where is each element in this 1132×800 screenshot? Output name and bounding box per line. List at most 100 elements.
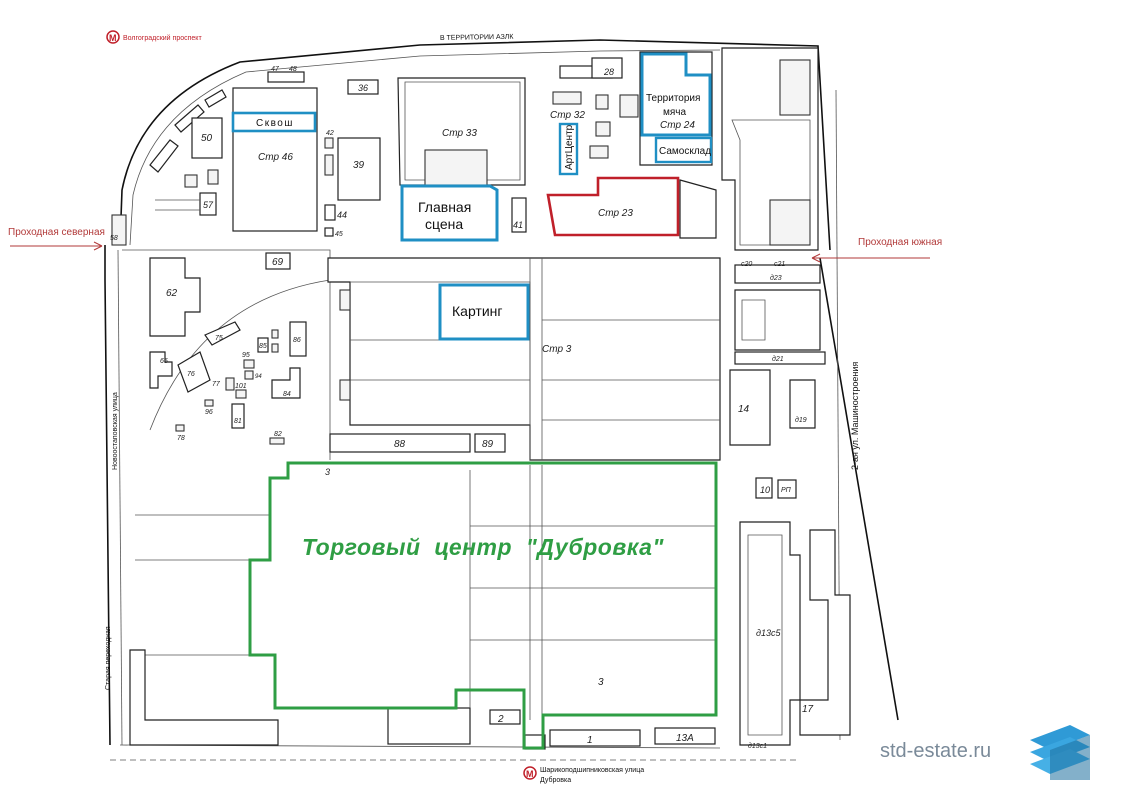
street-left-label: Новоостаповская улица <box>112 392 119 470</box>
building-81-label: 81 <box>234 418 242 425</box>
building-36-label: 36 <box>358 83 368 93</box>
west-middle-buildings: 69 62 75 65 76 95 85 86 94 77 101 84 81 … <box>122 249 331 460</box>
building-d19-label: д19 <box>795 416 807 424</box>
metro-bottom-symbol: М <box>526 769 534 779</box>
gate-north: Проходная северная <box>8 227 105 251</box>
gate-south-arrowhead-icon <box>811 253 821 263</box>
building-1-label: 1 <box>587 735 593 746</box>
building-str33-label: Стр 33 <box>442 128 477 139</box>
building-str46: Стр 46 <box>232 87 318 232</box>
gate-south-label: Проходная южная <box>858 237 942 248</box>
building-d13c5-label: д13с5 <box>756 628 781 638</box>
building-50-label: 50 <box>201 133 213 144</box>
building-str23-label: Стр 23 <box>598 208 633 219</box>
building-62-label: 62 <box>166 288 178 299</box>
building-14-label: 14 <box>738 404 750 415</box>
building-str3-label: Стр 3 <box>542 344 572 355</box>
main-stage[interactable]: Главная сцена <box>400 184 499 242</box>
building-str3: Стр 3 <box>327 257 721 461</box>
building-17-label: 17 <box>802 704 814 715</box>
building-44-label: 44 <box>337 210 347 220</box>
building-c20-label: с20 <box>741 261 752 268</box>
metro-bottom-icon <box>523 766 537 780</box>
building-3-top-label: 3 <box>325 467 330 477</box>
watermark: std-estate.ru <box>880 725 1090 780</box>
territory-boundary <box>104 39 899 761</box>
building-42-label: 42 <box>326 130 334 137</box>
building-76-label: 76 <box>187 371 195 378</box>
gate-north-label: Проходная северная <box>8 227 105 238</box>
gate-north-arrowhead-icon <box>93 241 103 251</box>
street-left-small-label: Старая переходная <box>105 626 112 690</box>
building-d13c1-label: д13с1 <box>748 742 767 750</box>
building-str33: Стр 33 <box>397 77 526 186</box>
building-2-label: 2 <box>497 714 504 725</box>
building-77-label: 77 <box>212 381 221 388</box>
building-41-label: 41 <box>513 220 523 230</box>
building-45-label: 45 <box>335 231 343 238</box>
building-str24-label: Стр 24 <box>660 120 695 131</box>
building-rp-label: РП <box>781 487 792 494</box>
ball-territory-label-line2: мяча <box>663 107 687 118</box>
self-storage[interactable]: Самосклад <box>654 136 713 164</box>
building-88-label: 88 <box>394 439 406 450</box>
metro-top-symbol: М <box>109 33 117 43</box>
building-c21-label: с21 <box>774 261 785 268</box>
street-right-label: 2-ая ул. Машиностроения <box>850 362 860 470</box>
main-stage-label-line1: Главная <box>418 199 471 215</box>
building-95-label: 95 <box>242 352 250 359</box>
squash-label: Сквош <box>256 118 294 129</box>
northwest-small-buildings: 50 57 58 <box>110 89 227 246</box>
street-bottom-label: Шарикоподшипниковская улица <box>540 767 644 774</box>
south-zone-structures: 2 1 13А <box>129 465 716 750</box>
main-stage-label-line2: сцена <box>425 216 463 232</box>
metro-bottom-label: Дубровка <box>540 776 571 784</box>
artcenter[interactable]: АртЦентр <box>558 122 579 176</box>
east-complex: с20 с21 д23 д21 14 д19 10 РП д13с5 17 д1… <box>721 47 851 750</box>
building-94-label: 94 <box>255 374 262 380</box>
building-d21-label: д21 <box>772 355 784 363</box>
building-28-label: 28 <box>603 67 614 77</box>
building-13a-label: 13А <box>676 733 694 744</box>
building-85-label: 85 <box>259 343 267 350</box>
shopping-center-label: Торговый центр "Дубровка" <box>302 534 664 560</box>
building-75-label: 75 <box>215 335 223 342</box>
metro-top-label: Волгоградский проспект <box>123 34 202 42</box>
karting[interactable]: Картинг <box>438 283 530 341</box>
metro-top: М Волгоградский проспект <box>106 30 202 44</box>
building-str32-label: Стр 32 <box>550 110 585 121</box>
metro-bottom: М Дубровка <box>523 766 571 784</box>
metro-top-icon <box>106 30 120 44</box>
building-10-label: 10 <box>760 485 770 495</box>
building-str23[interactable]: Стр 23 <box>546 176 717 239</box>
watermark-logo-icon <box>1030 725 1090 780</box>
karting-label: Картинг <box>452 303 503 319</box>
self-storage-label: Самосклад <box>659 146 711 157</box>
building-3-bottom-label: 3 <box>598 677 604 688</box>
shopping-center-dubrovka[interactable]: 3 3 Торговый центр "Дубровка" <box>248 461 718 750</box>
building-101-label: 101 <box>235 383 247 390</box>
building-48-label: 48 <box>289 66 297 73</box>
building-39-label: 39 <box>353 160 365 171</box>
ball-territory-label-line1: Территория <box>646 93 700 104</box>
gate-south: Проходная южная <box>811 237 942 263</box>
squash-area[interactable]: Сквош <box>231 111 317 133</box>
building-65-label: 65 <box>160 358 168 365</box>
building-d23-label: д23 <box>770 274 782 282</box>
building-84-label: 84 <box>283 391 291 398</box>
building-82-label: 82 <box>274 431 282 438</box>
building-89-label: 89 <box>482 439 494 450</box>
building-78-label: 78 <box>177 435 185 442</box>
watermark-label: std-estate.ru <box>880 740 991 762</box>
building-57-label: 57 <box>203 200 214 210</box>
building-86-label: 86 <box>293 337 301 344</box>
street-top-label: В ТЕРРИТОРИИ АЗЛК <box>440 34 514 42</box>
artcenter-label: АртЦентр <box>564 124 575 170</box>
building-69-label: 69 <box>272 257 284 268</box>
building-str46-label: Стр 46 <box>258 152 293 163</box>
building-58-label: 58 <box>110 235 118 242</box>
building-47-label: 47 <box>271 66 280 73</box>
ball-territory[interactable]: Территория мяча Стр 24 <box>639 51 713 166</box>
building-96-label: 96 <box>205 409 213 416</box>
